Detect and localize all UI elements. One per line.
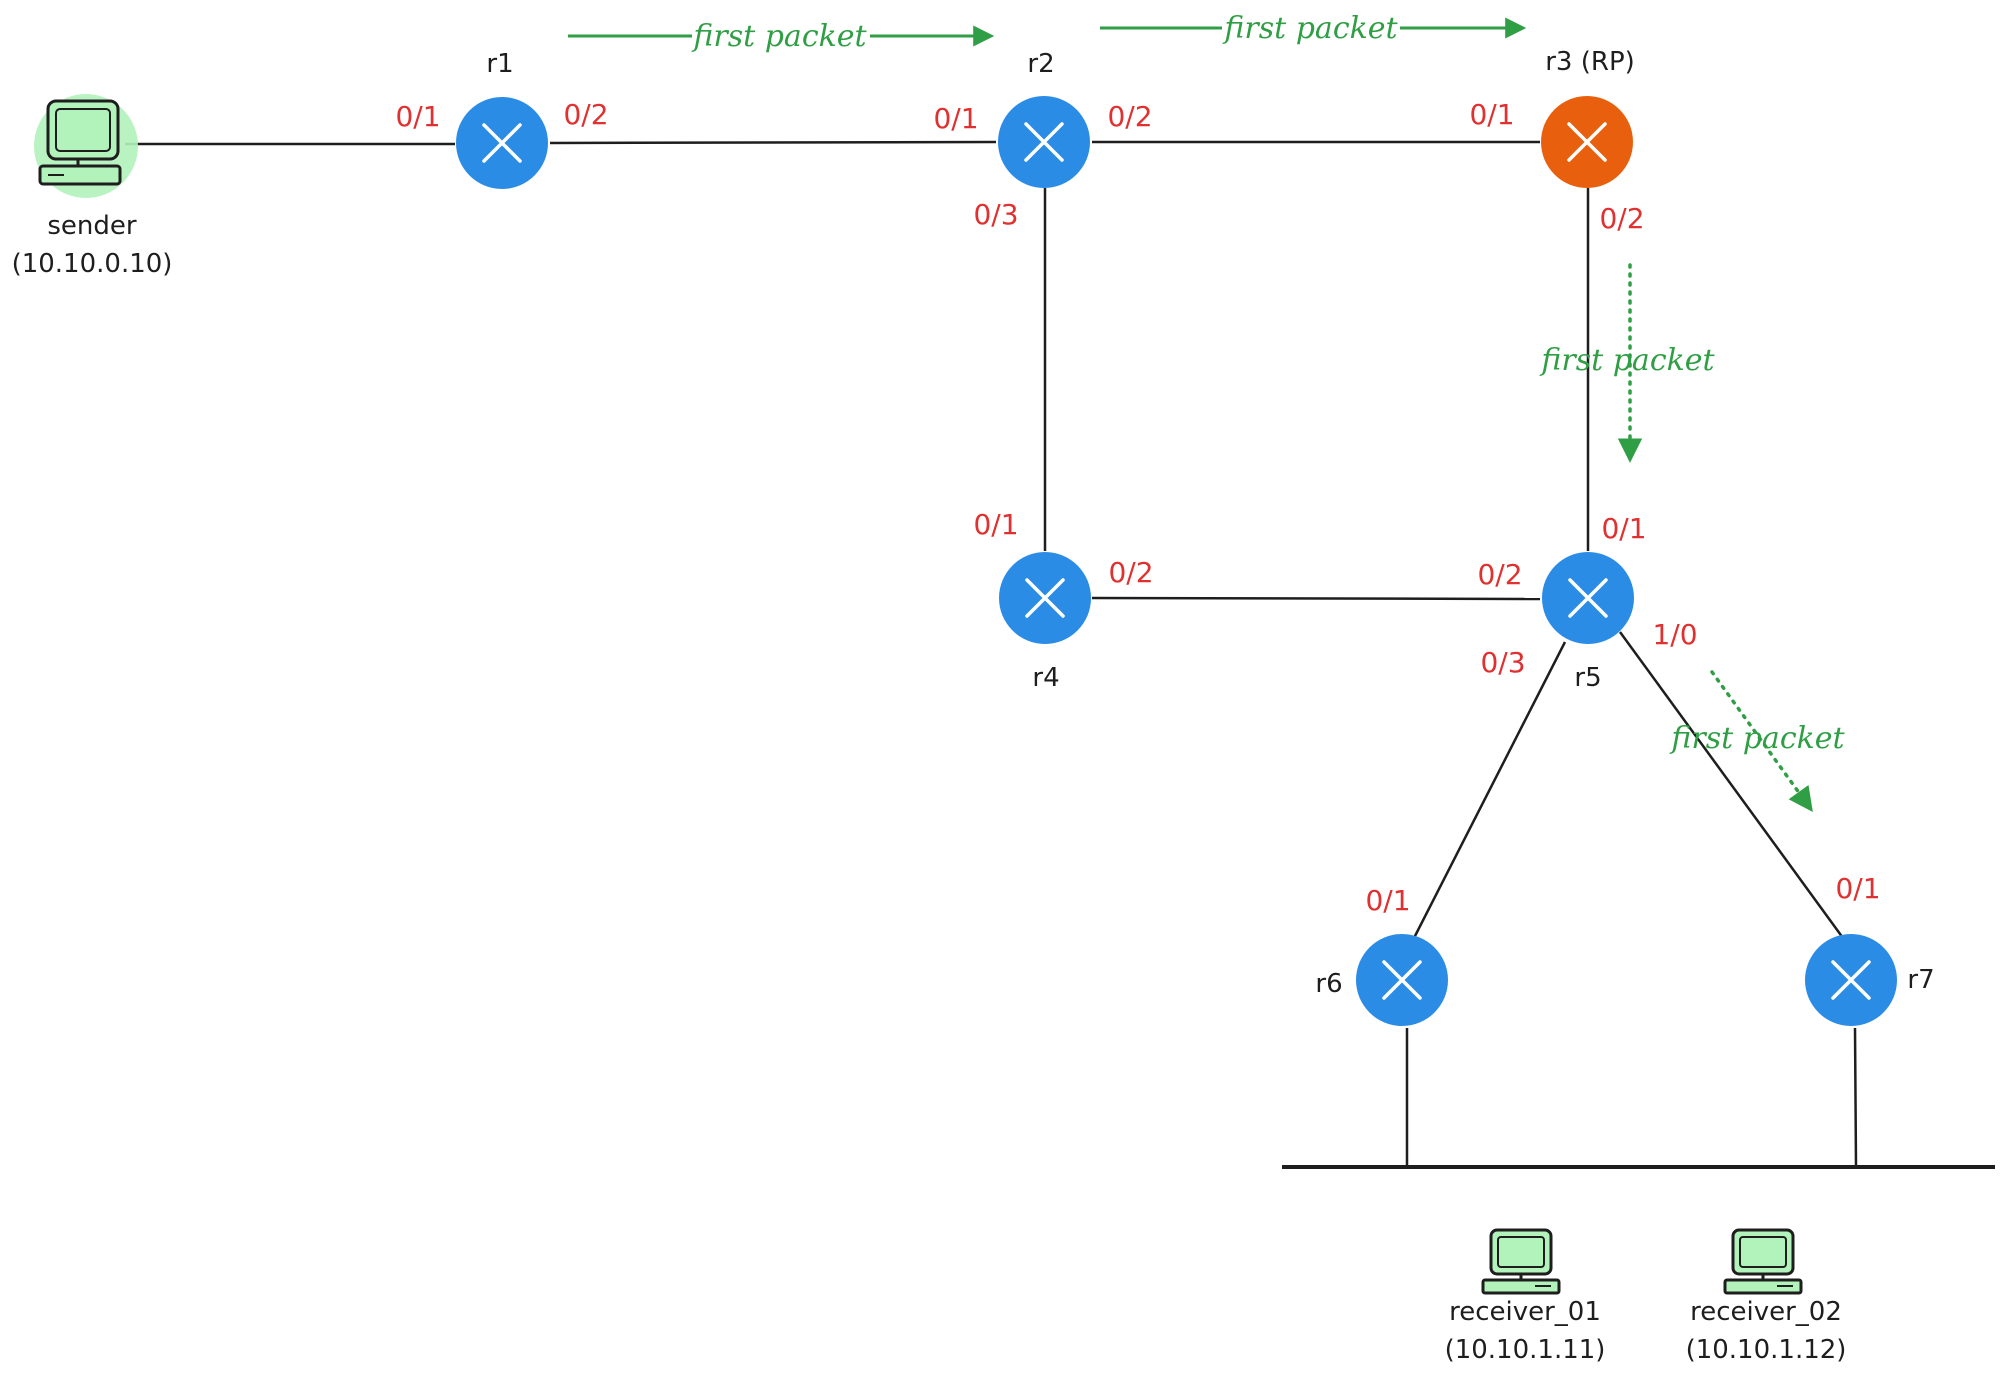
port-label-r1-0-2: 0/2 (563, 98, 608, 131)
flow-arrows (568, 17, 1813, 812)
host-receiver-02[interactable]: receiver_02 (10.10.1.12) (1686, 1228, 1847, 1365)
router-label-r6: r6 (1315, 969, 1342, 999)
sender-ip: (10.10.0.10) (12, 249, 173, 279)
flow-labels: first packet first packet first packet f… (691, 11, 1845, 756)
computer-icon (1481, 1228, 1561, 1295)
link-r5-r6 (1412, 641, 1567, 939)
router-r7[interactable] (1805, 934, 1897, 1026)
port-label-r1-0-1: 0/1 (395, 100, 440, 133)
router-r6[interactable] (1356, 934, 1448, 1026)
sender-name: sender (47, 211, 137, 241)
link-r7-lan (1853, 1027, 1858, 1167)
port-label-r2-0-3: 0/3 (973, 198, 1018, 231)
router-r5[interactable] (1542, 552, 1634, 644)
flow-label-r2-r3: first packet (1222, 11, 1398, 46)
link-r5-r7 (1618, 631, 1845, 939)
port-label-r7-0-1: 0/1 (1835, 872, 1880, 905)
port-label-r2-0-1: 0/1 (933, 102, 978, 135)
router-label-r3: r3 (RP) (1545, 47, 1635, 77)
host-receiver-01[interactable]: receiver_01 (10.10.1.11) (1445, 1228, 1606, 1365)
router-r3-rp[interactable] (1541, 96, 1633, 188)
receiver-01-name: receiver_01 (1449, 1297, 1601, 1327)
port-label-r4-0-1: 0/1 (973, 508, 1018, 541)
computer-icon (1723, 1228, 1803, 1295)
router-r4[interactable] (999, 552, 1091, 644)
flow-arrow-r5-r7 (1710, 670, 1813, 812)
port-label-r5-1-0: 1/0 (1652, 618, 1697, 651)
links (125, 140, 1995, 1169)
router-label-r4: r4 (1032, 663, 1059, 693)
flow-label-r3-r5: first packet (1539, 343, 1715, 378)
router-label-r1: r1 (486, 49, 513, 79)
computer-icon (38, 99, 122, 186)
port-label-r6-0-1: 0/1 (1365, 884, 1410, 917)
receiver-01-ip: (10.10.1.11) (1445, 1335, 1606, 1365)
router-r1[interactable] (456, 97, 548, 189)
port-label-r5-0-3: 0/3 (1480, 646, 1525, 679)
port-labels: 0/1 0/2 0/1 0/2 0/3 0/1 0/2 0/1 0/2 0/1 … (395, 98, 1880, 917)
link-r4-r5 (1091, 596, 1541, 601)
flow-label-r5-r7: first packet (1669, 721, 1845, 756)
router-label-r2: r2 (1027, 49, 1054, 79)
receiver-02-ip: (10.10.1.12) (1686, 1335, 1847, 1365)
link-r1-r2 (549, 140, 997, 145)
router-r2[interactable] (998, 96, 1090, 188)
receiver-02-name: receiver_02 (1690, 1297, 1842, 1327)
router-label-r7: r7 (1907, 965, 1934, 995)
port-label-r3-0-2: 0/2 (1599, 202, 1644, 235)
port-label-r5-0-1: 0/1 (1601, 512, 1646, 545)
port-label-r3-0-1: 0/1 (1469, 98, 1514, 131)
router-labels: r1 r2 r3 (RP) r4 r5 r6 r7 (486, 47, 1934, 999)
router-label-r5: r5 (1574, 663, 1601, 693)
flow-label-r1-r2: first packet (691, 19, 867, 54)
port-label-r4-0-2: 0/2 (1108, 556, 1153, 589)
host-sender[interactable]: sender (10.10.0.10) (12, 94, 173, 279)
port-label-r2-0-2: 0/2 (1107, 100, 1152, 133)
port-label-r5-0-2: 0/2 (1477, 558, 1522, 591)
